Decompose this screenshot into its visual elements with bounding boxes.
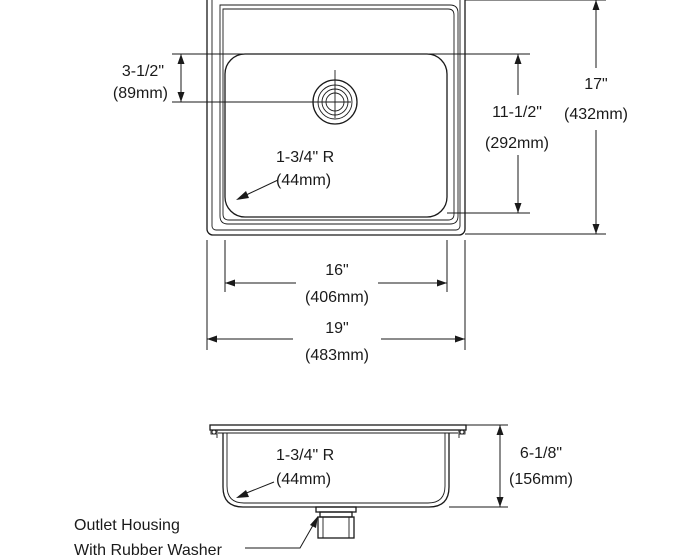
overall-width-dimension: 19" (483mm): [206, 240, 466, 364]
bowl-length-dimension: 11-1/2" (292mm): [447, 53, 549, 214]
bowl-length-metric: (292mm): [485, 135, 549, 152]
overall-width-metric: (483mm): [305, 347, 369, 364]
deck-inner-edge: [219, 4, 459, 225]
overall-length-imperial: 17": [584, 76, 607, 93]
bowl-width-metric: (406mm): [305, 289, 369, 306]
sink-top-view: [206, 0, 466, 236]
sink-rim-outline: [206, 0, 466, 236]
outlet-label-line2: With Rubber Washer: [74, 542, 223, 559]
depth-metric: (156mm): [509, 471, 573, 488]
bowl-profile-inner: [226, 433, 446, 504]
corner-radius-imperial: 1-3/4" R: [276, 149, 334, 166]
sink-side-view: [209, 424, 467, 539]
sink-rim-inner-outline: [211, 0, 461, 231]
overall-length-metric: (432mm): [564, 106, 628, 123]
bowl-profile: [222, 433, 450, 508]
side-corner-radius-imperial: 1-3/4" R: [276, 447, 334, 464]
drain-fitting: [276, 70, 358, 125]
overall-width-imperial: 19": [325, 320, 348, 337]
bowl-length-imperial: 11-1/2": [492, 104, 542, 121]
overall-length-dimension: 17" (432mm): [465, 0, 628, 235]
outlet-label-line1: Outlet Housing: [74, 517, 180, 534]
bowl-width-dimension: 16" (406mm): [224, 240, 448, 306]
drain-offset-metric: (89mm): [113, 85, 168, 102]
drain-offset-imperial: 3-1/2": [122, 63, 164, 80]
side-corner-radius-callout: 1-3/4" R (44mm): [236, 447, 334, 498]
drain-offset-dimension: 3-1/2" (89mm): [113, 53, 276, 103]
depth-imperial: 6-1/8": [520, 445, 562, 462]
outlet-housing-callout: Outlet Housing With Rubber Washer: [74, 516, 318, 559]
corner-radius-metric: (44mm): [276, 172, 331, 189]
bowl-top-outline: [224, 53, 448, 218]
side-corner-radius-metric: (44mm): [276, 471, 331, 488]
sink-rim-profile: [209, 424, 467, 431]
bowl-width-imperial: 16": [325, 262, 348, 279]
outlet-housing: [315, 506, 357, 539]
corner-radius-callout: 1-3/4" R (44mm): [236, 149, 334, 200]
deck-inner-edge-2: [222, 8, 455, 221]
depth-dimension: 6-1/8" (156mm): [449, 424, 573, 508]
